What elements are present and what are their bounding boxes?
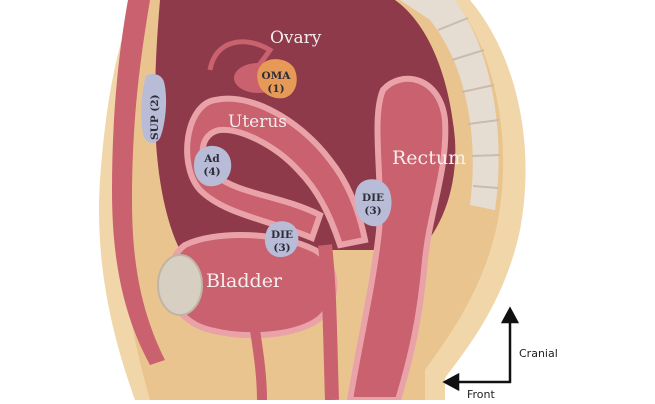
pubic-bone (157, 254, 203, 316)
cranial-arrowhead-icon (500, 306, 520, 324)
urethra (250, 329, 267, 401)
sup-label: SUP (2) (149, 94, 161, 140)
ad-lesion (194, 145, 232, 187)
uterus (184, 95, 369, 249)
ad-label: Ad (203, 153, 220, 165)
die-rectum-label: DIE (362, 192, 384, 204)
ovary-label: Ovary (270, 28, 322, 48)
abdominal-wall (112, 0, 165, 365)
die-rectum-lesion (354, 179, 392, 227)
front-arrowhead-icon (442, 372, 460, 392)
vertebra-segments (437, 17, 501, 189)
orientation-arrows (442, 306, 520, 392)
sup-lesion (141, 74, 167, 143)
rectum-label: Rectum (392, 147, 466, 169)
die-bladder-label: DIE (271, 229, 293, 241)
front-label: Front (467, 388, 496, 400)
vagina (318, 244, 339, 401)
die-rectum-number: (3) (364, 205, 381, 217)
oma-lesion (257, 59, 297, 99)
cranial-label: Cranial (519, 347, 558, 360)
oma-label: OMA (262, 70, 292, 82)
oma-number: (1) (267, 83, 284, 95)
ad-number: (4) (203, 166, 220, 178)
die-bladder-number: (3) (273, 242, 290, 254)
uterus-label: Uterus (228, 112, 287, 132)
die-bladder-lesion (264, 221, 299, 258)
bladder-label: Bladder (206, 270, 283, 292)
